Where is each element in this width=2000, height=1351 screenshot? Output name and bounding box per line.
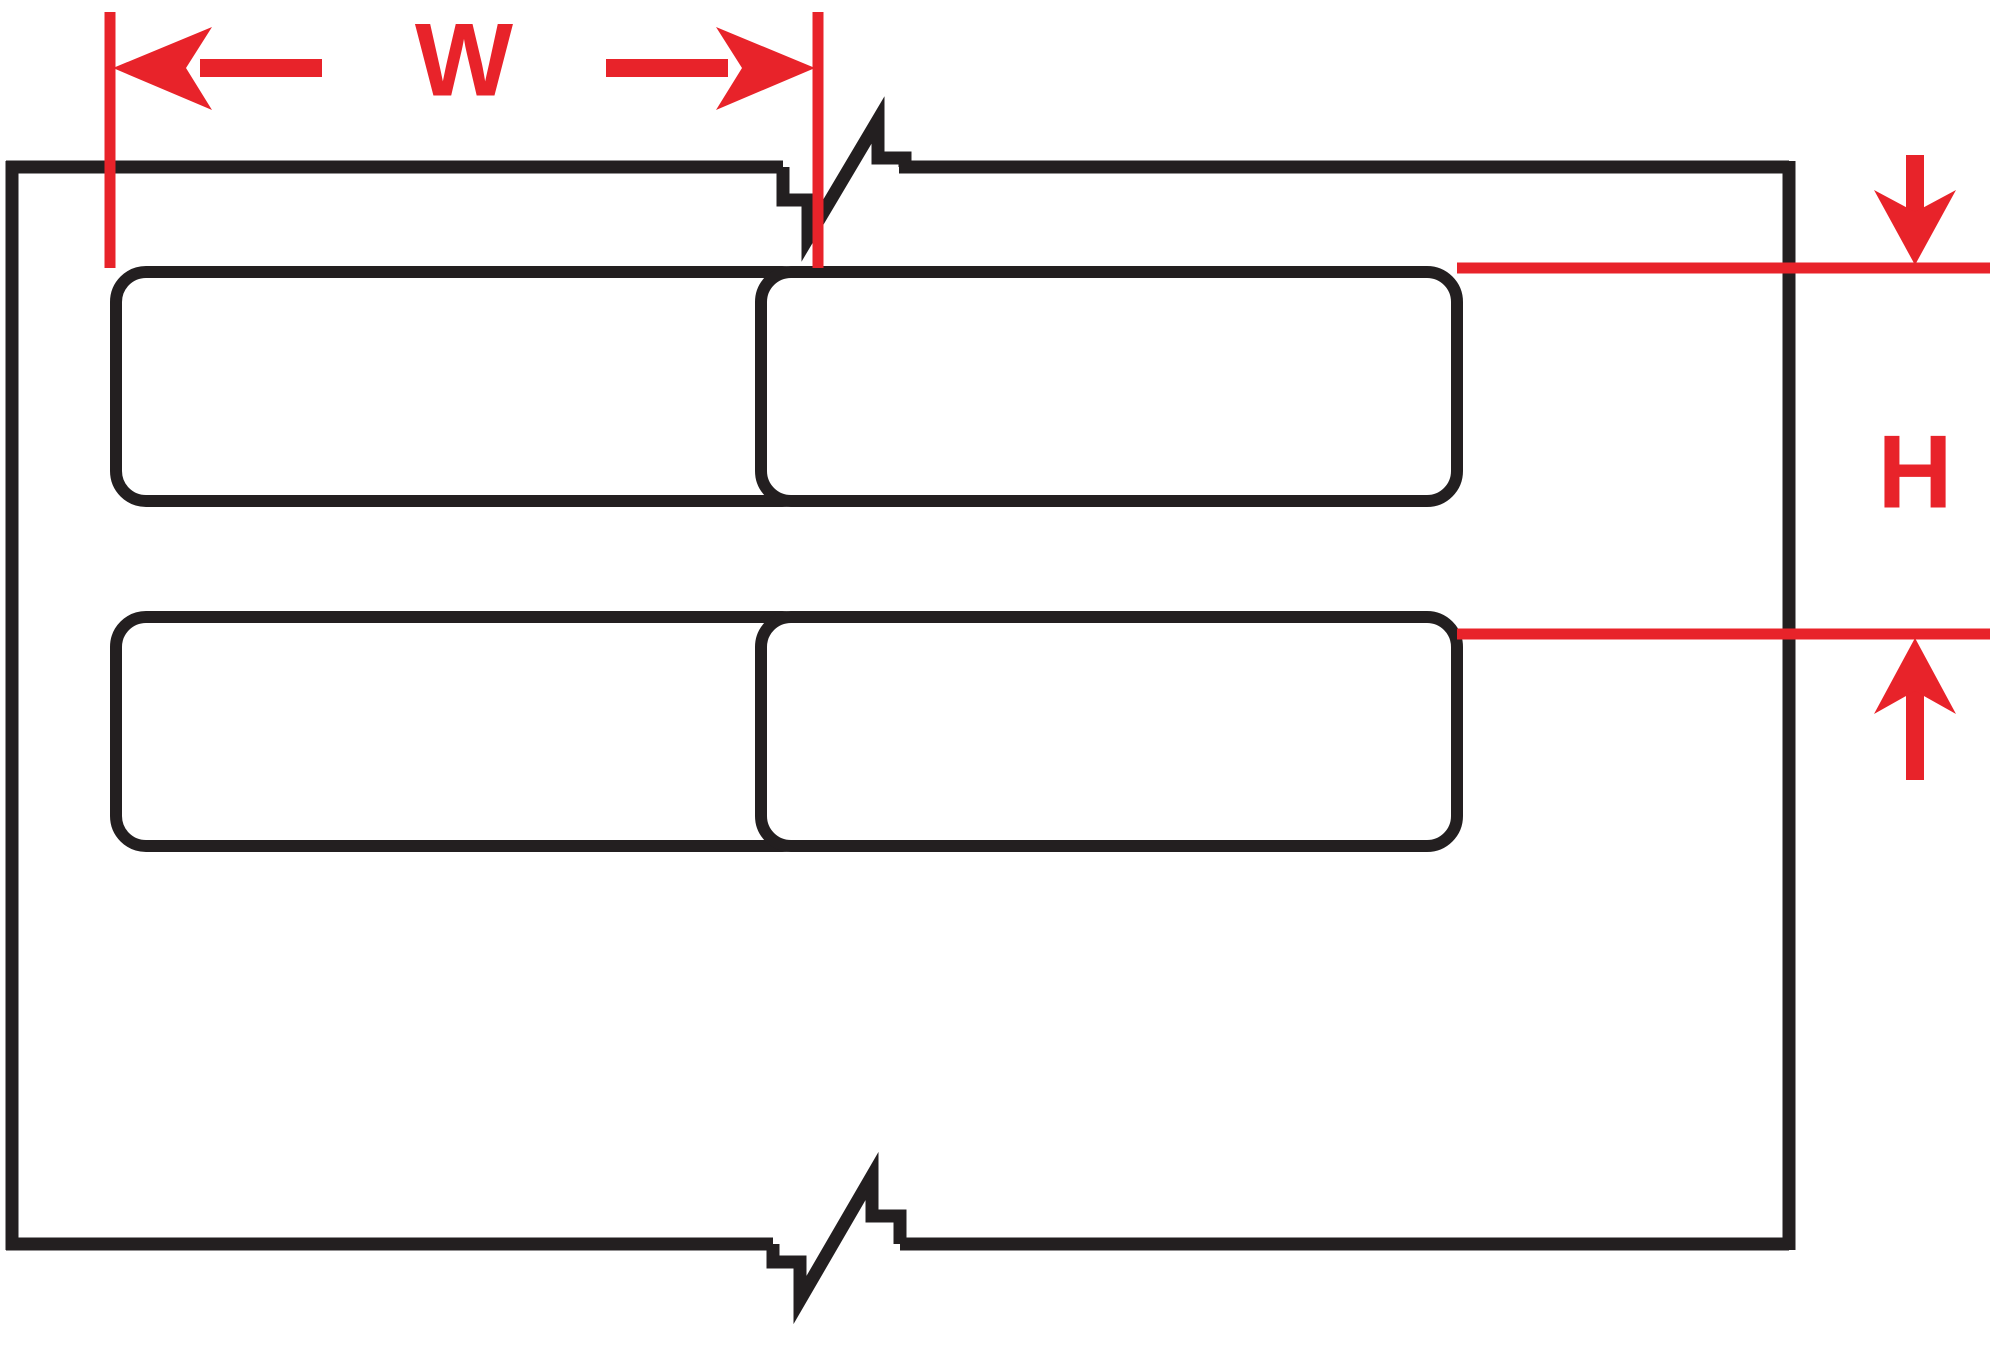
zigzag-break-icon-top xyxy=(776,96,912,262)
height-dimension-label: H xyxy=(1877,414,1952,530)
width-dimension: W xyxy=(104,2,824,268)
label-liner-web xyxy=(5,96,1796,1325)
height-dimension: H xyxy=(1457,155,1990,780)
width-dimension-label: W xyxy=(415,2,514,118)
label-r2c1[interactable] xyxy=(110,611,818,852)
label-r1c1[interactable] xyxy=(110,266,818,507)
label-r2c2[interactable] xyxy=(755,611,1463,852)
width-arrow-left-head-icon xyxy=(113,27,212,110)
label-r1c2[interactable] xyxy=(755,266,1463,507)
height-arrow-top-head-icon xyxy=(1874,190,1956,265)
zigzag-break-icon-bottom xyxy=(766,1151,907,1325)
label-grid xyxy=(110,266,1463,852)
width-arrow-right-head-icon xyxy=(716,27,815,110)
height-arrow-bottom-head-icon xyxy=(1874,638,1956,714)
